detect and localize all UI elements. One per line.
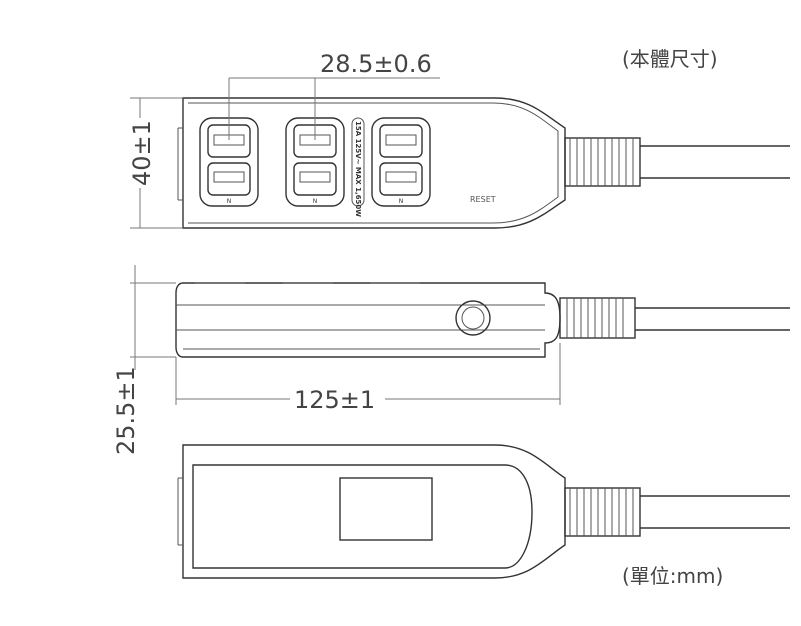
length-dimension-label: 125±1 [294,386,375,414]
unit-note: (單位:mm) [622,564,723,588]
outlet-group-3 [371,117,431,207]
width-dimension: 40±1 [128,97,183,229]
outlet-group-2 [285,117,345,207]
reset-label: RESET [470,195,496,204]
polarity-mark: N [227,198,232,205]
top-view: N N N 15A 125V~ MAX 1,650W RESET [177,97,790,229]
length-dimension: 125±1 [175,343,561,414]
side-view [175,282,790,358]
label-area [339,477,433,541]
polarity-mark: N [399,198,404,205]
pitch-dimension: 28.5±0.6 [228,50,440,140]
width-dimension-label: 40±1 [128,120,156,186]
rating-label: 15A 125V~ MAX 1,650W [354,121,362,217]
height-dimension-label: 25.5±1 [112,366,140,455]
reset-button [455,300,491,336]
body-size-note: (本體尺寸) [622,47,718,71]
polarity-mark: N [313,198,318,205]
pitch-dimension-label: 28.5±0.6 [320,50,432,78]
cord-strain-relief [564,137,790,187]
height-dimension: 25.5±1 [110,265,176,460]
bottom-view [177,444,790,579]
